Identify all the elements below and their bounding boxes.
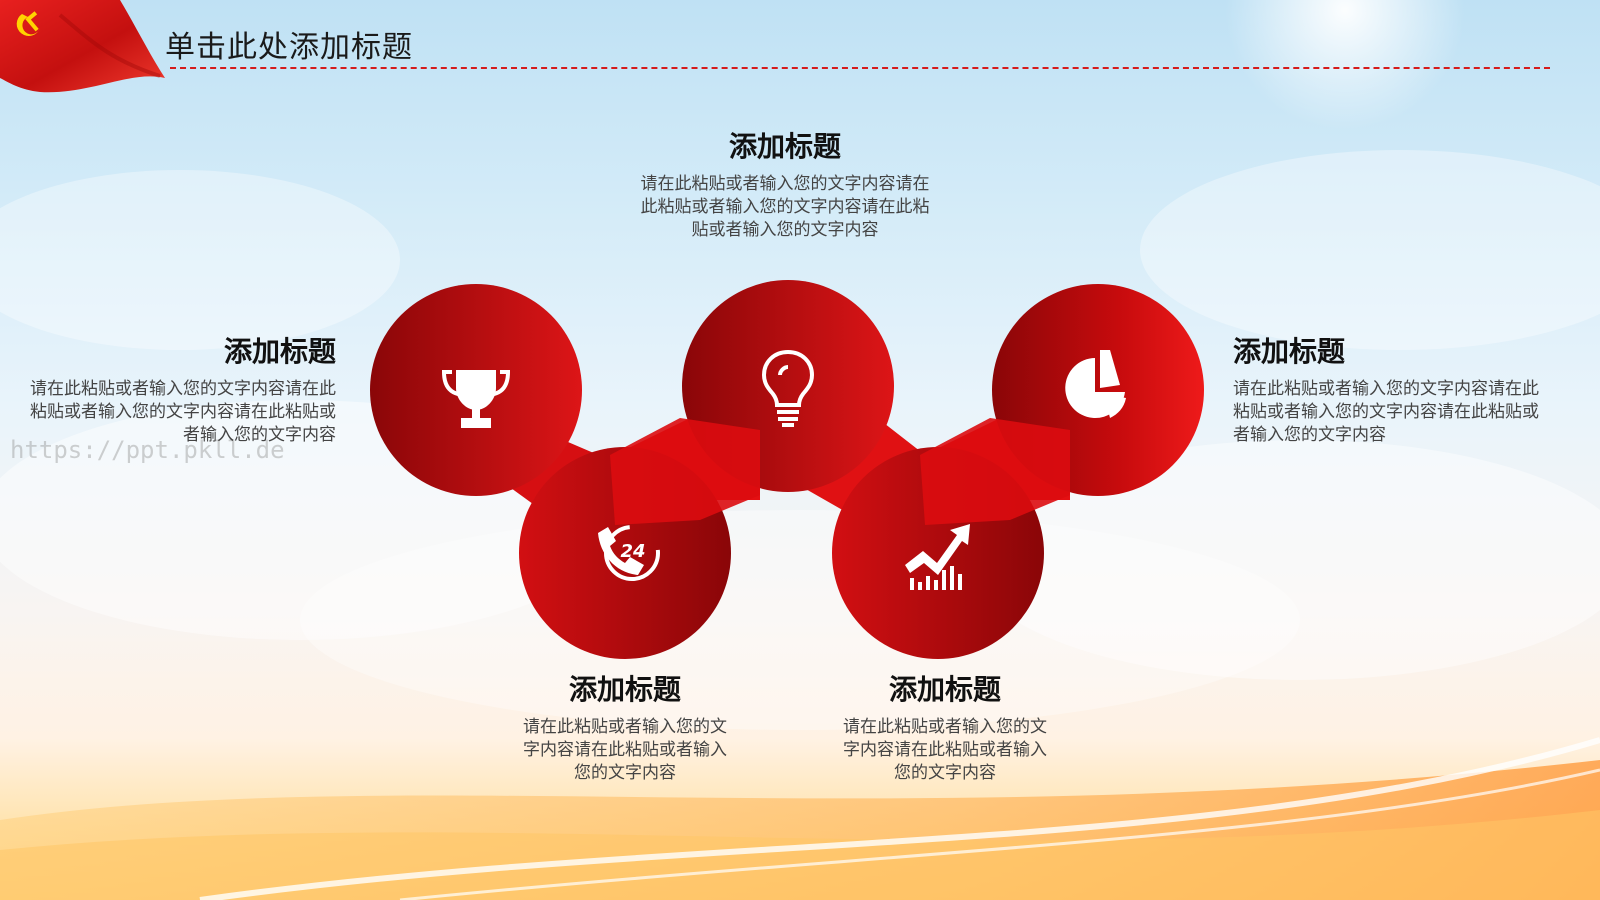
item-bottom-left: 添加标题 请在此粘贴或者输入您的文字内容请在此粘贴或者输入您的文字内容 [515, 668, 735, 785]
item-text[interactable]: 请在此粘贴或者输入您的文字内容请在此粘贴或者输入您的文字内容请在此粘贴或者输入您… [640, 174, 930, 240]
item-text[interactable]: 请在此粘贴或者输入您的文字内容请在此粘贴或者输入您的文字内容请在此粘贴或者输入您… [1233, 379, 1539, 445]
title-divider [170, 67, 1550, 69]
item-heading[interactable]: 添加标题 [728, 130, 841, 163]
trophy-icon [441, 370, 511, 428]
item-bottom-right: 添加标题 请在此粘贴或者输入您的文字内容请在此粘贴或者输入您的文字内容 [835, 668, 1055, 785]
bulb-icon [761, 349, 815, 427]
item-right: 添加标题 请在此粘贴或者输入您的文字内容请在此粘贴或者输入您的文字内容请在此粘贴… [1233, 330, 1539, 447]
watermark: https://ppt.pkll.de [10, 436, 285, 464]
party-flag-logo [0, 0, 165, 93]
item-text[interactable]: 请在此粘贴或者输入您的文字内容请在此粘贴或者输入您的文字内容请在此粘贴或者输入您… [30, 379, 336, 445]
trend-chart-icon [905, 524, 970, 590]
item-text[interactable]: 请在此粘贴或者输入您的文字内容请在此粘贴或者输入您的文字内容 [523, 717, 727, 783]
phone-24-icon [598, 525, 660, 581]
item-heading[interactable]: 添加标题 [223, 335, 336, 368]
item-text[interactable]: 请在此粘贴或者输入您的文字内容请在此粘贴或者输入您的文字内容 [843, 717, 1047, 783]
item-top: 添加标题 请在此粘贴或者输入您的文字内容请在此粘贴或者输入您的文字内容请在此粘贴… [640, 125, 930, 242]
phone-24-label: 24 [620, 541, 646, 562]
item-heading[interactable]: 添加标题 [568, 673, 681, 706]
pie-chart-icon [1065, 350, 1126, 418]
item-left: 添加标题 请在此粘贴或者输入您的文字内容请在此粘贴或者输入您的文字内容请在此粘贴… [30, 330, 336, 447]
item-heading[interactable]: 添加标题 [888, 673, 1001, 706]
hammer-sickle-icon [16, 11, 40, 36]
item-heading[interactable]: 添加标题 [1233, 335, 1346, 368]
page-title[interactable]: 单击此处添加标题 [165, 30, 413, 65]
